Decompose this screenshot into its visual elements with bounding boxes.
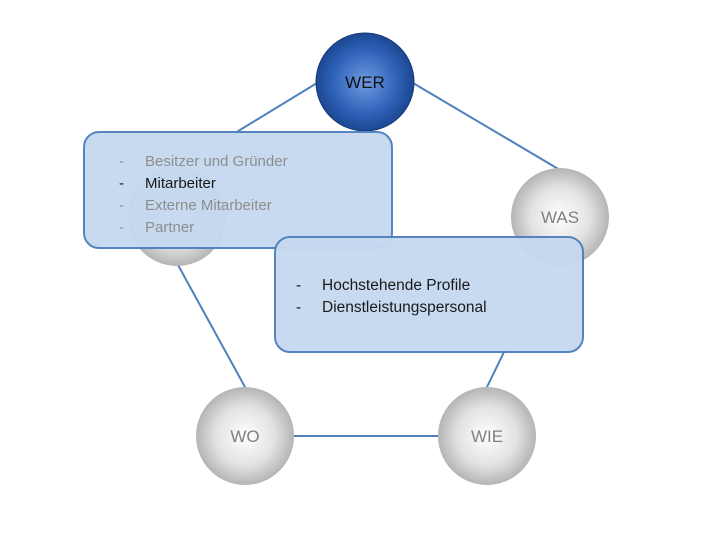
connector-wie-was [486,349,506,388]
list-item: - Mitarbeiter [119,173,391,195]
wer-details-list: - Besitzer und Gründer - Mitarbeiter - Exte… [119,151,391,239]
wer-details-box: - Besitzer und Gründer - Mitarbeiter - Exte… [83,131,393,249]
wie-details-list: - Hochstehende Profile - Dienstleistungspe… [296,275,582,319]
node-wie[interactable]: WIE [438,387,536,485]
node-wie-circle [438,387,536,485]
node-wo-circle [196,387,294,485]
connector-wer-was [412,82,561,171]
list-item-text: Besitzer und Gründer [145,153,288,170]
connector-hidden-wo [177,264,246,388]
wie-details-box: - Hochstehende Profile - Dienstleistungspe… [274,236,584,353]
list-item: - Hochstehende Profile [296,275,582,297]
bullet-dash: - [119,175,124,192]
list-item-text: Partner [145,219,195,236]
list-item-text: Dienstleistungspersonal [322,299,487,316]
list-item: - Externe Mitarbeiter [119,195,391,217]
node-was-label: WAS [541,208,579,227]
list-item: - Besitzer und Gründer [119,151,391,173]
node-wo-label: WO [230,427,259,446]
connector-wer-hidden [234,82,318,134]
bullet-dash: - [119,153,124,170]
node-wer-label: WER [345,73,385,92]
bullet-dash: - [296,299,302,316]
connectors [177,82,561,437]
node-wie-label: WIE [471,427,503,446]
bullet-dash: - [119,197,124,214]
list-item: - Partner [119,217,391,239]
bullet-dash: - [119,219,124,236]
node-wo[interactable]: WO [196,387,294,485]
list-item-text: Mitarbeiter [145,175,216,192]
bullet-dash: - [296,277,302,294]
list-item-text: Externe Mitarbeiter [145,197,272,214]
list-item: - Dienstleistungspersonal [296,297,582,319]
node-wer[interactable]: WER [315,32,415,132]
list-item-text: Hochstehende Profile [322,277,471,294]
